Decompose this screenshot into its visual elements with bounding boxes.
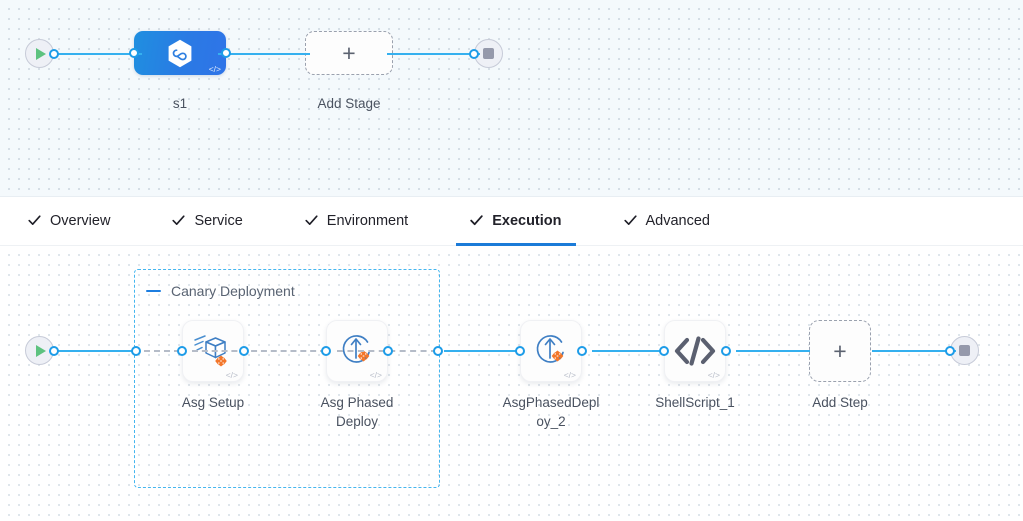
shellscript-1-input-port[interactable]: [659, 346, 669, 356]
step-code-badge: </>: [563, 369, 576, 380]
check-icon: [28, 214, 41, 227]
asg-setup-icon: [194, 335, 227, 367]
stage-tabs[interactable]: Overview Service Environment Execution A…: [0, 197, 1023, 246]
tab-execution[interactable]: Execution: [456, 197, 576, 246]
pipeline-canvas[interactable]: </> s1 + Add Stage: [0, 0, 1023, 197]
hexagon-infinity-icon: [168, 39, 192, 67]
step-label-shellscript-1: ShellScript_1: [655, 395, 735, 410]
tab-overview-label: Overview: [50, 213, 111, 229]
step-node-shellscript-1[interactable]: </>: [659, 320, 731, 382]
step-label-asg-setup: Asg Setup: [181, 395, 245, 410]
tab-service-label: Service: [194, 213, 243, 229]
step-code-badge: </>: [225, 369, 238, 380]
check-icon: [623, 214, 637, 227]
asg-setup-output-port[interactable]: [239, 346, 249, 356]
connector-asgphaseddeploy2-to-shellscript: [592, 349, 664, 353]
asg-phased-deploy-input-port[interactable]: [321, 346, 331, 356]
add-step-label: Add Step: [812, 395, 868, 410]
tab-execution-label: Execution: [492, 213, 562, 229]
group-output-port[interactable]: [433, 346, 443, 356]
stage-code-badge: </>: [208, 63, 221, 74]
tab-environment[interactable]: Environment: [291, 197, 422, 246]
stage-label-s1: s1: [172, 96, 188, 111]
connector-group-in-to-asg-setup: [144, 349, 180, 352]
check-icon: [470, 214, 483, 227]
stop-port[interactable]: [469, 48, 479, 59]
step-group-title: Canary Deployment: [171, 283, 295, 299]
stage-output-port[interactable]: [221, 48, 231, 58]
execution-start-node[interactable]: [25, 336, 59, 365]
step-label-asg-phased-deploy: Asg Phased Deploy: [320, 395, 394, 429]
play-icon: [25, 39, 54, 68]
connector-add-stage-to-stop: [387, 52, 480, 55]
connector-start-to-group: [50, 349, 136, 353]
execution-start-port[interactable]: [49, 345, 59, 356]
check-icon: [172, 214, 186, 227]
tab-service[interactable]: Service: [158, 197, 256, 246]
step-node-asgphaseddeploy-2[interactable]: </>: [515, 320, 587, 382]
step-code-badge: </>: [707, 369, 720, 380]
tab-environment-label: Environment: [326, 213, 409, 229]
add-stage-button[interactable]: +: [305, 31, 393, 75]
tab-advanced[interactable]: Advanced: [610, 197, 725, 246]
asgphaseddeploy-2-input-port[interactable]: [515, 346, 525, 356]
step-group-canary-deployment[interactable]: [134, 269, 440, 488]
connector-start-to-stage: [50, 52, 142, 55]
step-code-badge: </>: [369, 369, 382, 380]
stage-input-port[interactable]: [129, 48, 139, 58]
pipeline-stop-node[interactable]: [469, 39, 503, 68]
shellscript-1-output-port[interactable]: [721, 346, 731, 356]
asg-setup-input-port[interactable]: [177, 346, 187, 356]
connector-add-step-to-stop: [872, 349, 956, 353]
add-step-button[interactable]: +: [809, 320, 871, 382]
connector-asg-setup-to-asg-phased-deploy: [192, 349, 326, 352]
start-port[interactable]: [49, 48, 59, 59]
group-input-port[interactable]: [131, 346, 141, 356]
connector-shellscript-to-add-step: [736, 349, 810, 353]
stage-node-s1[interactable]: </>: [129, 31, 231, 75]
plus-icon: +: [305, 31, 393, 75]
check-icon: [305, 214, 318, 227]
pipeline-start-node[interactable]: [25, 39, 59, 68]
plus-icon: +: [809, 320, 871, 382]
code-icon: [674, 336, 716, 366]
stop-icon: [950, 336, 979, 365]
step-group-header[interactable]: Canary Deployment: [146, 283, 295, 299]
execution-stop-node[interactable]: [945, 336, 979, 365]
minus-icon[interactable]: [146, 289, 161, 293]
add-stage-label: Add Stage: [317, 96, 381, 111]
tab-advanced-label: Advanced: [645, 213, 711, 229]
asg-deploy-icon: [536, 335, 564, 363]
connector-group-to-asgphaseddeploy2: [444, 349, 518, 353]
asg-phased-deploy-output-port[interactable]: [383, 346, 393, 356]
step-label-asgphaseddeploy-2: AsgPhasedDepl oy_2: [502, 395, 600, 429]
asgphaseddeploy-2-output-port[interactable]: [577, 346, 587, 356]
execution-canvas[interactable]: Canary Deployment: [0, 246, 1023, 521]
tab-overview[interactable]: Overview: [14, 197, 124, 246]
connector-stage-to-add-stage: [218, 52, 310, 55]
execution-stop-port[interactable]: [945, 345, 955, 356]
